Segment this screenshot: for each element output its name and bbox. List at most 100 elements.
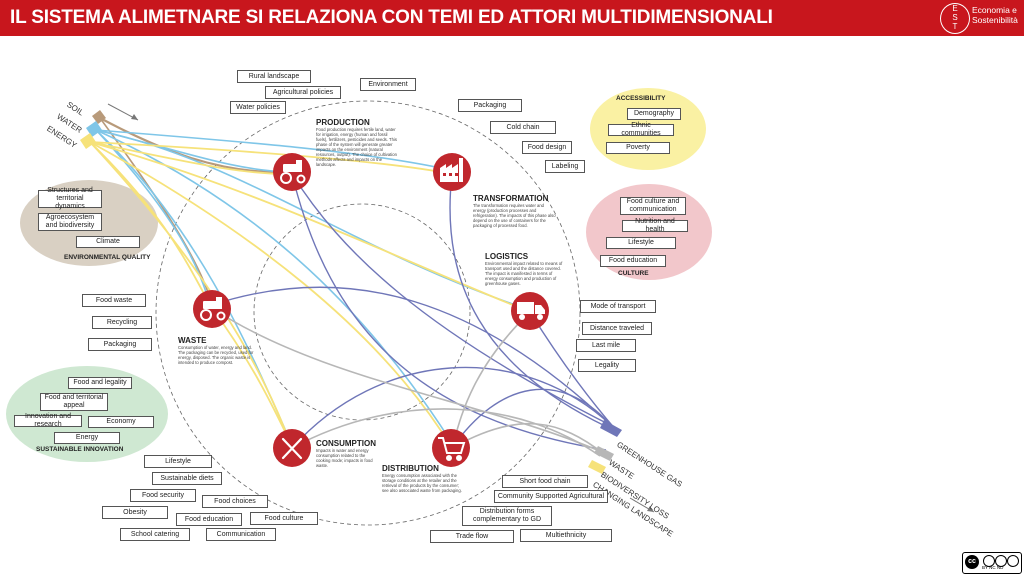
grey-flow: [211, 307, 603, 453]
food-choices-box: Food choices: [202, 495, 268, 508]
accessibility-title: ACCESSIBILITY: [616, 95, 666, 102]
environment-box: Environment: [360, 78, 416, 91]
sustainable-innovation-title: SUSTAINABLE INNOVATION: [36, 446, 124, 453]
logo-letter: T: [952, 22, 958, 31]
environmental-quality-title: ENVIRONMENTAL QUALITY: [64, 254, 151, 261]
packaging-left-box: Packaging: [88, 338, 152, 351]
water-flow: [95, 129, 451, 441]
nd-icon: [1007, 555, 1019, 567]
legality-box: Legality: [578, 359, 636, 372]
nutrition-health-box: Nutrition and health: [622, 218, 688, 233]
mode-of-transport-box: Mode of transport: [580, 300, 656, 313]
distribution-node[interactable]: [432, 429, 470, 467]
labeling-box: Labeling: [545, 160, 585, 173]
food-territorial-appeal-box: Food and territorial appeal: [40, 393, 108, 411]
csa-box: Community Supported Agricultural: [494, 490, 608, 503]
food-culture-communication-box: Food culture and communication: [620, 197, 686, 215]
waste-title: WASTE: [178, 336, 207, 345]
cc-license-badge: cc BY NC ND: [962, 552, 1022, 574]
ethnic-communities-box: Ethnic communities: [608, 122, 674, 137]
logo-letter: E: [952, 4, 958, 13]
energy-flow: [211, 307, 293, 447]
food-design-box: Food design: [522, 141, 572, 154]
output-band-waste: [594, 446, 614, 461]
tractor-icon: [280, 160, 306, 184]
lifestyle-culture-box: Lifestyle: [606, 237, 676, 249]
impact-flow: [291, 173, 607, 451]
food-education-culture-box: Food education: [600, 255, 666, 267]
energy-flow: [89, 141, 453, 449]
energy-box: Energy: [54, 432, 120, 444]
water-flow: [95, 129, 451, 171]
production-desc: Food production requires fertile land, w…: [316, 127, 397, 167]
outer-ring: [155, 100, 581, 526]
economy-box: Economy: [88, 416, 154, 428]
last-mile-box: Last mile: [576, 339, 636, 352]
water-flow: [95, 129, 211, 306]
output-arrow-head: [647, 506, 654, 512]
energy-flow: [89, 141, 531, 313]
logistics-title: LOGISTICS: [485, 252, 529, 261]
transformation-title: TRANSFORMATION: [473, 194, 549, 203]
shopping-cart-icon: [438, 437, 466, 461]
impact-flow: [291, 366, 613, 449]
grey-flow: [291, 408, 601, 457]
consumption-desc: Impacts in water and energy consumption …: [316, 448, 373, 468]
distribution-desc: Energy consumption associated with the s…: [382, 473, 462, 493]
school-catering-box: School catering: [120, 528, 190, 541]
esta-logo: E S T: [940, 3, 970, 34]
logo-line1: Economia e: [972, 5, 1017, 15]
sustainable-diets-box: Sustainable diets: [152, 472, 222, 485]
distribution-title: DISTRIBUTION: [382, 464, 439, 473]
distribution-forms-box: Distribution forms complementary to GD: [462, 506, 552, 526]
soil-band: [92, 110, 106, 124]
output-band-biodiversity: [588, 460, 606, 474]
grey-flow: [451, 311, 531, 449]
climate-box: Climate: [76, 236, 140, 248]
food-education-box: Food education: [176, 513, 242, 526]
logo-line2: Sostenibilità: [972, 15, 1018, 25]
agricultural-policies-box: Agricultural policies: [265, 86, 341, 99]
energy-flow: [89, 141, 293, 175]
rural-landscape-box: Rural landscape: [237, 70, 311, 83]
output-band-greenhouse: [600, 420, 622, 437]
food-culture-box: Food culture: [250, 512, 318, 525]
impact-flows: [211, 173, 621, 451]
logistics-desc: Environmental impact related to means of…: [485, 261, 563, 286]
demography-box: Demography: [627, 108, 681, 120]
energy-flows: [89, 141, 531, 449]
food-security-box: Food security: [130, 489, 196, 502]
packaging-top-box: Packaging: [458, 99, 522, 112]
transformation-desc: The transformation requires water and en…: [473, 203, 556, 228]
logo-text: Economia e Sostenibilità: [972, 5, 1018, 25]
production-title: PRODUCTION: [316, 118, 370, 127]
water-flow: [95, 129, 293, 446]
structures-territorial-box: Structures and territorial dynamics: [38, 187, 102, 210]
grey-flow: [451, 422, 605, 455]
lifestyle-box: Lifestyle: [144, 455, 212, 468]
obesity-box: Obesity: [102, 506, 168, 519]
fork-knife-icon: [281, 437, 303, 460]
impact-flow: [211, 286, 615, 429]
factory-icon: [440, 158, 463, 182]
impact-flow: [449, 173, 619, 433]
cc-sub: BY NC ND: [982, 565, 1004, 570]
soil-flow: [99, 117, 293, 174]
communication-box: Communication: [206, 528, 276, 541]
food-waste-box: Food waste: [82, 294, 146, 307]
waste-desc: Consumption of water, energy and land. T…: [178, 345, 254, 365]
nc-icon: [995, 555, 1007, 567]
inner-ring: [253, 203, 471, 421]
cold-chain-box: Cold chain: [490, 121, 556, 134]
consumption-title: CONSUMPTION: [316, 439, 376, 448]
food-legality-box: Food and legality: [68, 377, 132, 389]
poverty-box: Poverty: [606, 142, 670, 154]
cc-mark: cc: [965, 555, 979, 569]
page-title: IL SISTEMA ALIMETNARE SI RELAZIONA CON T…: [10, 7, 773, 28]
tractor-icon: [200, 297, 226, 321]
logo-letter: S: [952, 13, 958, 22]
by-icon: [983, 555, 995, 567]
energy-band: [80, 133, 96, 149]
multiethnicity-box: Multiethnicity: [520, 529, 612, 542]
